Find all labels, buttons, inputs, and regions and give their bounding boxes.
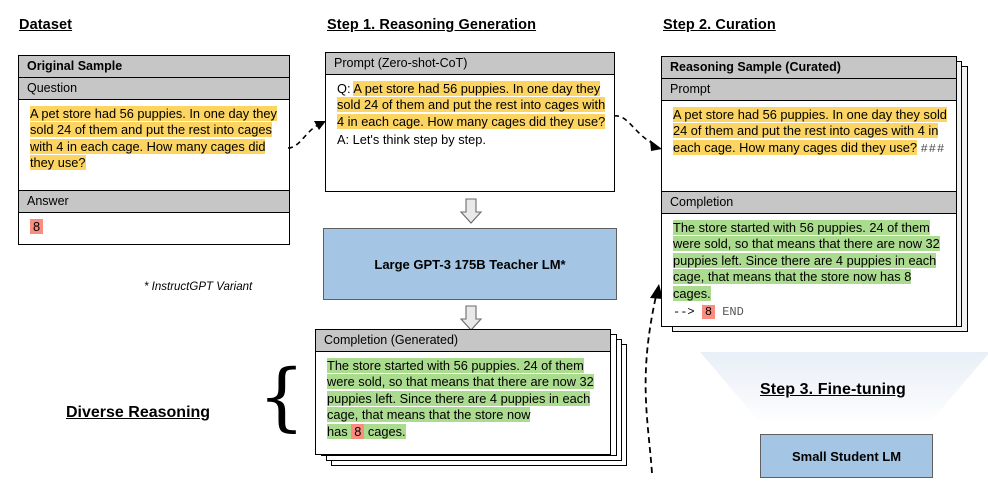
answer-value-wrap: 8 bbox=[19, 213, 289, 242]
arrow-completion-to-curated bbox=[644, 284, 663, 474]
down-arrow-prompt-to-teacher bbox=[459, 198, 483, 224]
curated-answer-line: --> 8 END bbox=[673, 304, 948, 320]
original-sample-card-title: Original Sample bbox=[19, 56, 289, 78]
prompt-card: Prompt (Zero-shot-CoT) Q: A pet store ha… bbox=[325, 52, 615, 192]
diverse-reasoning-label: Diverse Reasoning bbox=[66, 404, 211, 421]
curated-answer-arrow: --> bbox=[673, 305, 695, 320]
arrow-dataset-to-prompt bbox=[287, 121, 326, 149]
prompt-q-text: A pet store had 56 puppies. In one day t… bbox=[337, 81, 606, 129]
arrow-step1-to-step2 bbox=[613, 115, 662, 151]
section-title-step2: Step 2. Curation bbox=[663, 17, 776, 33]
completion-generated-text-after: cages. bbox=[367, 423, 406, 439]
completion-generated-body: The store started with 56 puppies. 24 of… bbox=[316, 352, 610, 447]
curated-prompt-body: A pet store had 56 puppies. In one day t… bbox=[662, 101, 956, 191]
answer-block: Answer 8 bbox=[18, 190, 290, 245]
teacher-lm-label: Large GPT-3 175B Teacher LM* bbox=[374, 256, 566, 272]
prompt-card-header: Prompt (Zero-shot-CoT) bbox=[326, 53, 614, 75]
down-arrow-teacher-to-completion bbox=[459, 305, 483, 331]
question-label: Question bbox=[19, 78, 289, 100]
curated-end-token: END bbox=[722, 305, 744, 320]
curated-completion-text: The store started with 56 puppies. 24 of… bbox=[673, 220, 940, 301]
answer-label: Answer bbox=[19, 190, 289, 213]
prompt-q-prefix: Q: bbox=[337, 81, 351, 96]
question-text: A pet store had 56 puppies. In one day t… bbox=[30, 106, 277, 171]
curated-prompt-text: A pet store had 56 puppies. In one day t… bbox=[673, 107, 947, 155]
curated-sample-card-title: Reasoning Sample (Curated) bbox=[662, 57, 956, 79]
curated-completion-body: The store started with 56 puppies. 24 of… bbox=[662, 214, 956, 327]
section-title-step1: Step 1. Reasoning Generation bbox=[327, 17, 537, 33]
section-title-dataset: Dataset bbox=[19, 17, 73, 33]
completion-generated-card: Completion (Generated) The store started… bbox=[315, 329, 611, 455]
curated-prompt-label: Prompt bbox=[662, 79, 956, 101]
completion-generated-answer: 8 bbox=[351, 423, 365, 439]
section-title-step3: Step 3. Fine-tuning bbox=[760, 381, 906, 398]
answer-value: 8 bbox=[30, 219, 44, 234]
completion-generated-header: Completion (Generated) bbox=[316, 330, 610, 352]
prompt-card-body: Q: A pet store had 56 puppies. In one da… bbox=[326, 75, 614, 156]
curly-brace: { bbox=[258, 354, 306, 440]
curated-completion-label: Completion bbox=[662, 191, 956, 214]
curated-sample-card: Reasoning Sample (Curated) Prompt A pet … bbox=[661, 56, 957, 327]
original-sample-card: Original Sample Question A pet store had… bbox=[18, 55, 290, 245]
prompt-a-line: A: Let's think step by step. bbox=[337, 132, 486, 148]
question-text-wrap: A pet store had 56 puppies. In one day t… bbox=[19, 100, 289, 179]
curated-answer-value: 8 bbox=[701, 305, 716, 320]
curated-prompt-suffix: ### bbox=[920, 141, 946, 156]
student-lm-box: Small Student LM bbox=[760, 434, 933, 478]
footnote-instructgpt: * InstructGPT Variant bbox=[144, 281, 253, 293]
student-lm-label: Small Student LM bbox=[791, 448, 902, 464]
teacher-lm-box: Large GPT-3 175B Teacher LM* bbox=[323, 228, 617, 300]
